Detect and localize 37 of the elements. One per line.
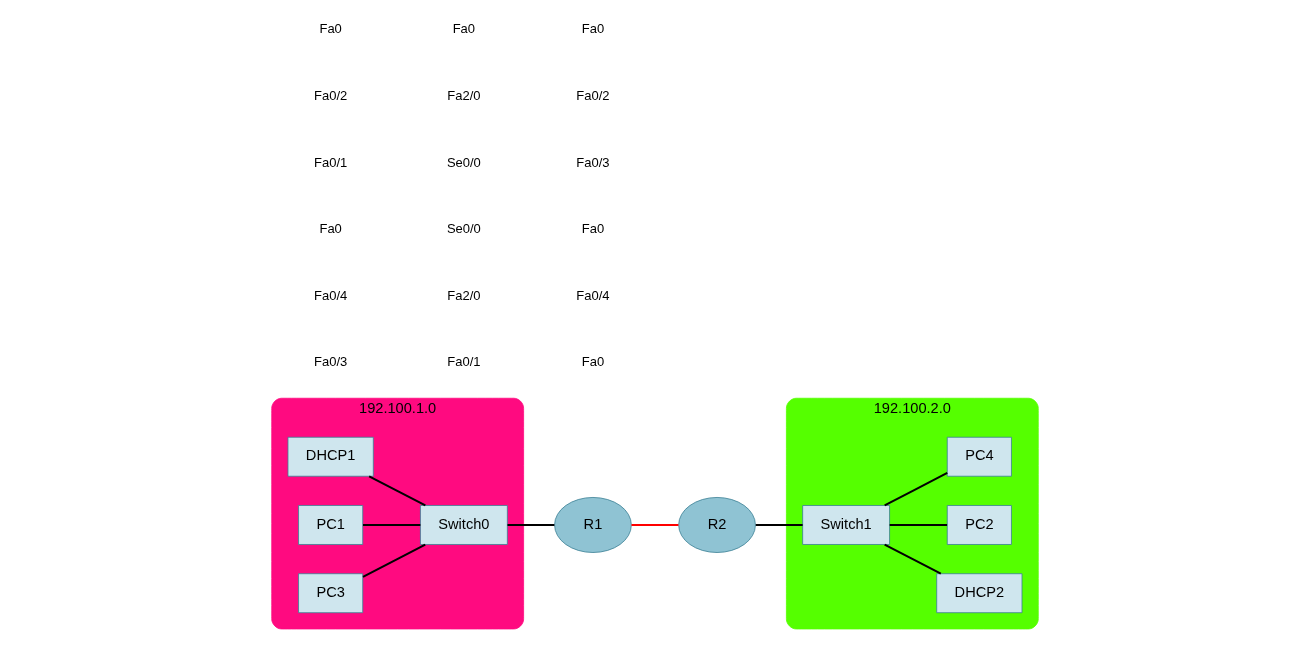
connector	[889, 523, 947, 526]
label: Fa0/4	[313, 287, 347, 303]
connector	[883, 472, 948, 507]
node-box: PC1	[297, 505, 363, 545]
label: Fa0/4	[575, 287, 610, 303]
label: Fa0	[318, 21, 342, 37]
label: Fa0/1	[446, 354, 480, 370]
connector	[631, 523, 678, 526]
node-ellipse: R1	[553, 497, 632, 553]
label: Fa0/3	[575, 154, 610, 170]
node-box: PC2	[946, 505, 1012, 545]
label: Fa0	[581, 354, 604, 370]
node-box: DHCP1	[287, 436, 374, 477]
label: Fa0	[318, 221, 342, 237]
node-box: PC3	[297, 573, 363, 614]
node-ellipse: R2	[677, 497, 756, 553]
connector	[883, 543, 941, 575]
connector	[368, 475, 426, 507]
node-box: Switch1	[801, 505, 890, 545]
label: Fa0	[452, 21, 475, 37]
label: Fa0/3	[313, 354, 347, 370]
label: Fa2/0	[446, 287, 480, 303]
label: Fa0/2	[575, 87, 610, 103]
connector	[362, 543, 426, 578]
label: Fa2/0	[446, 87, 480, 103]
node-box: DHCP2	[935, 573, 1022, 614]
label: Fa0/1	[313, 154, 347, 170]
node-box: Switch0	[419, 505, 508, 545]
connector	[755, 523, 803, 526]
node-box: PC4	[946, 436, 1012, 477]
label: Se0/0	[446, 221, 481, 237]
label: Fa0	[581, 21, 604, 37]
label: Se0/0	[446, 154, 481, 170]
label: Fa0	[581, 221, 604, 237]
connector	[362, 523, 420, 526]
connector	[507, 523, 554, 526]
label: Fa0/2	[313, 87, 347, 103]
